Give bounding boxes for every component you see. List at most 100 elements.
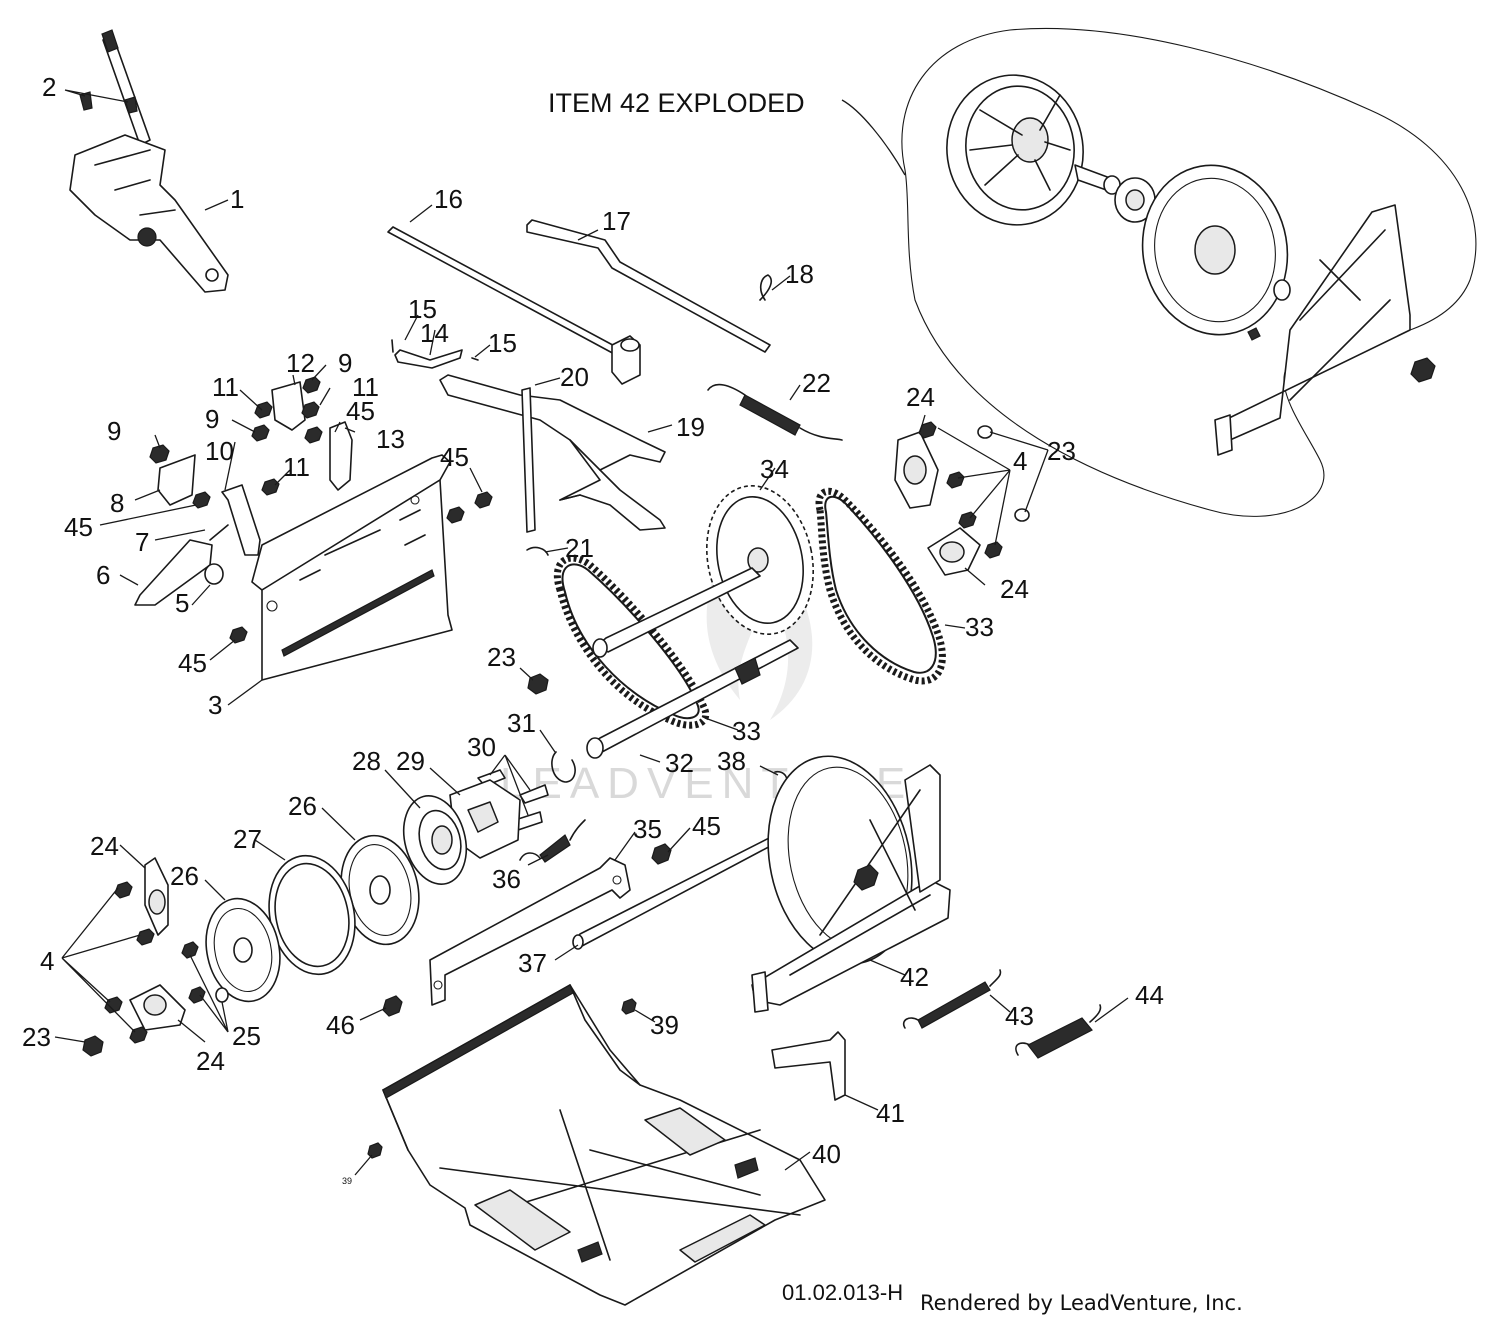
label-part-4-a: 4 xyxy=(1013,446,1027,476)
label-part-23-a: 23 xyxy=(1047,436,1076,466)
label-part-45-a: 45 xyxy=(346,396,375,426)
label-part-11-a: 11 xyxy=(212,372,239,402)
part-8-plate xyxy=(157,454,196,506)
label-part-28: 28 xyxy=(352,746,381,776)
label-part-19: 19 xyxy=(676,412,705,442)
label-part-23-c: 23 xyxy=(22,1022,51,1052)
label-part-16: 16 xyxy=(434,184,463,214)
label-part-15-b: 15 xyxy=(488,328,517,358)
part-26-disc-right xyxy=(340,834,420,946)
label-part-39-b: 39 xyxy=(342,1176,352,1186)
label-part-37: 37 xyxy=(518,948,547,978)
part-27-belt xyxy=(268,854,356,976)
label-part-33-b: 33 xyxy=(965,612,994,642)
label-part-18: 18 xyxy=(785,259,814,289)
exploded-view-heading: ITEM 42 EXPLODED xyxy=(548,88,805,118)
part-3-plate xyxy=(251,454,453,681)
part-36-hooks xyxy=(519,819,586,861)
part-46-bolt xyxy=(382,995,403,1017)
part-26-disc-left xyxy=(205,897,281,1003)
label-part-1: 1 xyxy=(230,184,244,214)
fasteners-upper-left xyxy=(149,376,493,644)
label-part-20: 20 xyxy=(560,362,589,392)
part-20-shaft xyxy=(521,387,536,533)
label-part-25: 25 xyxy=(232,1021,261,1051)
label-part-5: 5 xyxy=(175,588,189,618)
exploded-washer xyxy=(1273,279,1291,301)
label-part-15-a: 15 xyxy=(408,294,437,324)
label-part-12: 12 xyxy=(286,348,315,378)
label-part-3: 3 xyxy=(208,690,222,720)
label-part-45-d: 45 xyxy=(178,648,207,678)
exploded-wheel-rim xyxy=(946,74,1084,226)
label-part-9-b: 9 xyxy=(205,404,219,434)
part-41-bracket xyxy=(771,1031,846,1101)
part-19-bracket xyxy=(439,374,666,531)
label-part-9-c: 9 xyxy=(338,348,352,378)
fasteners-lower-left xyxy=(82,881,229,1057)
label-part-42: 42 xyxy=(900,962,929,992)
label-part-32: 32 xyxy=(665,748,694,778)
part-2-pin xyxy=(79,91,138,114)
part-33-chain-right xyxy=(815,487,946,685)
part-24-bearing-upper-b xyxy=(927,527,981,576)
exploded-bearing xyxy=(1114,177,1156,223)
part-23-nut-middle xyxy=(527,673,549,695)
label-part-43: 43 xyxy=(1005,1001,1034,1031)
label-part-22: 22 xyxy=(802,368,831,398)
label-part-34: 34 xyxy=(760,454,789,484)
part-32-shaft xyxy=(586,639,799,759)
part-24-bearing-upper-a xyxy=(894,431,939,509)
part-34-sprocket xyxy=(705,485,815,635)
label-part-29: 29 xyxy=(396,746,425,776)
part-7-pin xyxy=(209,524,229,541)
render-credit: Rendered by LeadVenture, Inc. xyxy=(920,1291,1243,1315)
label-part-45-e: 45 xyxy=(692,811,721,841)
part-21-clip xyxy=(526,546,549,556)
label-part-10: 10 xyxy=(205,436,234,466)
label-part-24-a: 24 xyxy=(906,382,935,412)
exploded-wheel-disc xyxy=(1141,164,1289,336)
label-part-40: 40 xyxy=(812,1139,841,1169)
part-22-spring xyxy=(707,383,843,441)
part-40-cover xyxy=(382,984,826,1306)
leader-lines xyxy=(54,89,1129,1176)
part-42-wheel-assembly xyxy=(751,755,951,1013)
label-part-27: 27 xyxy=(233,824,262,854)
label-part-39-a: 39 xyxy=(650,1010,679,1040)
label-part-24-b: 24 xyxy=(1000,574,1029,604)
label-part-26-b: 26 xyxy=(288,791,317,821)
part-15-pin-b xyxy=(471,357,479,361)
label-part-11-b: 11 xyxy=(283,452,310,482)
item-42-leader xyxy=(841,99,906,176)
label-part-7: 7 xyxy=(135,527,149,557)
part-15-pin-a xyxy=(391,339,394,353)
part-24-bearing-lower-b xyxy=(129,984,186,1031)
part-17-rod xyxy=(526,219,771,353)
label-part-13: 13 xyxy=(376,424,405,454)
part-43-spring xyxy=(902,969,1002,1029)
label-part-26-a: 26 xyxy=(170,861,199,891)
label-part-45-c: 45 xyxy=(64,512,93,542)
exploded-bolt xyxy=(1247,327,1261,341)
label-part-11-c: 11 xyxy=(352,372,379,402)
label-part-8: 8 xyxy=(110,488,124,518)
part-28-bearing xyxy=(402,795,468,885)
exploded-bracket xyxy=(1214,204,1436,456)
part-12-plate xyxy=(271,381,306,431)
part-13-bracket xyxy=(329,421,353,491)
label-part-9-a: 9 xyxy=(107,416,121,446)
label-part-38: 38 xyxy=(717,746,746,776)
label-part-21: 21 xyxy=(565,533,594,563)
label-part-4-b: 4 xyxy=(40,946,54,976)
label-part-46: 46 xyxy=(326,1010,355,1040)
part-35-bracket xyxy=(429,857,631,1006)
label-part-30: 30 xyxy=(467,732,496,762)
part-16-rod xyxy=(387,226,641,385)
part-44-spring xyxy=(1015,1004,1102,1059)
exploded-axle-hub xyxy=(1074,164,1121,195)
drawing-code: 01.02.013-H xyxy=(782,1280,903,1305)
label-part-45-b: 45 xyxy=(440,442,469,472)
part-39-screw-a xyxy=(621,998,637,1015)
label-part-23-b: 23 xyxy=(487,642,516,672)
